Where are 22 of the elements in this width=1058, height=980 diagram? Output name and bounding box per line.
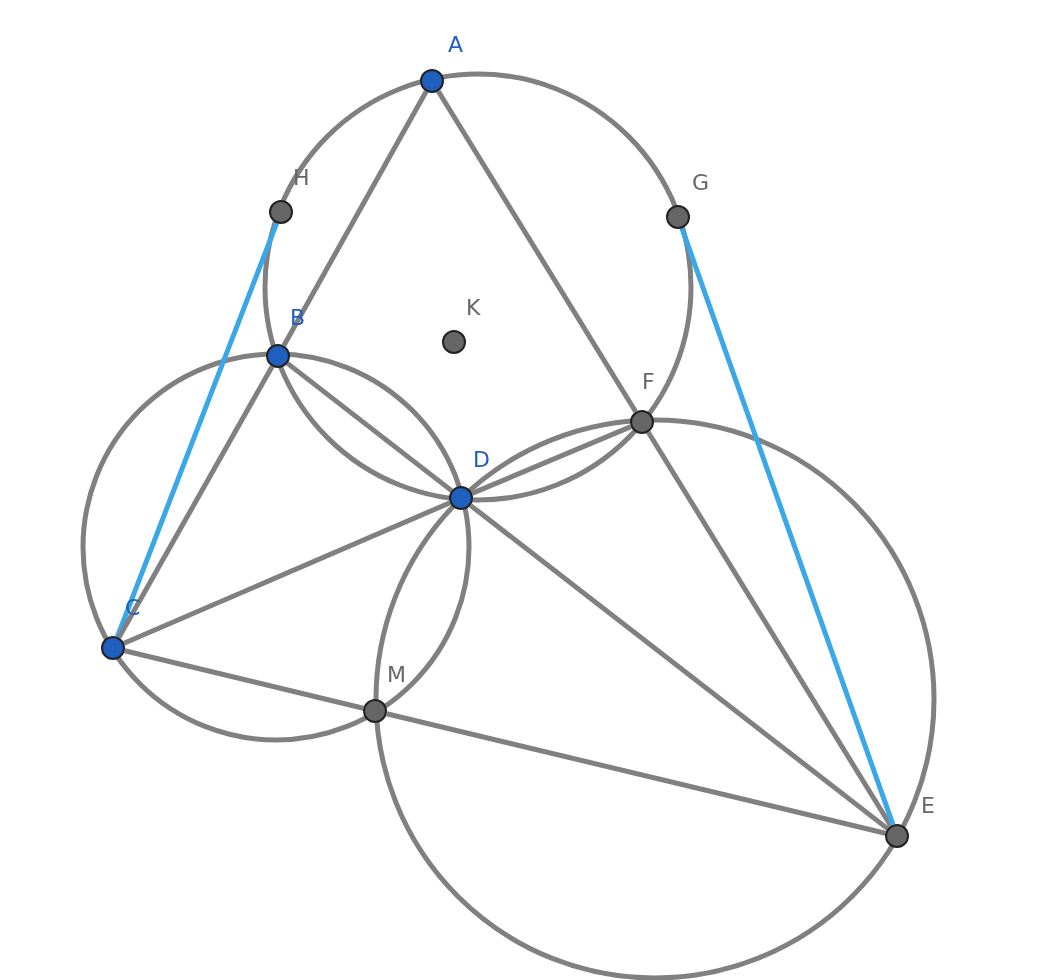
line-segment (436, 89, 638, 414)
line-segment (646, 430, 893, 828)
line-segment (123, 500, 451, 646)
point-label: G (692, 171, 710, 195)
line-segment (471, 424, 632, 496)
point-label: D (473, 448, 490, 472)
line-segment (114, 222, 280, 638)
line-segment (679, 227, 896, 826)
point-label: E (921, 794, 935, 818)
line-segment (285, 361, 454, 493)
line-segment (116, 365, 275, 639)
point-label: F (642, 370, 655, 394)
line-segment (386, 711, 886, 836)
point-label: C (125, 596, 141, 620)
point-label: A (448, 33, 464, 57)
point-label: K (466, 296, 481, 320)
point-label: M (387, 663, 406, 687)
line-segment (468, 503, 890, 831)
line-segment (281, 90, 429, 347)
line-segment (124, 648, 364, 711)
point-label: H (293, 166, 310, 190)
point-label: B (290, 306, 306, 330)
